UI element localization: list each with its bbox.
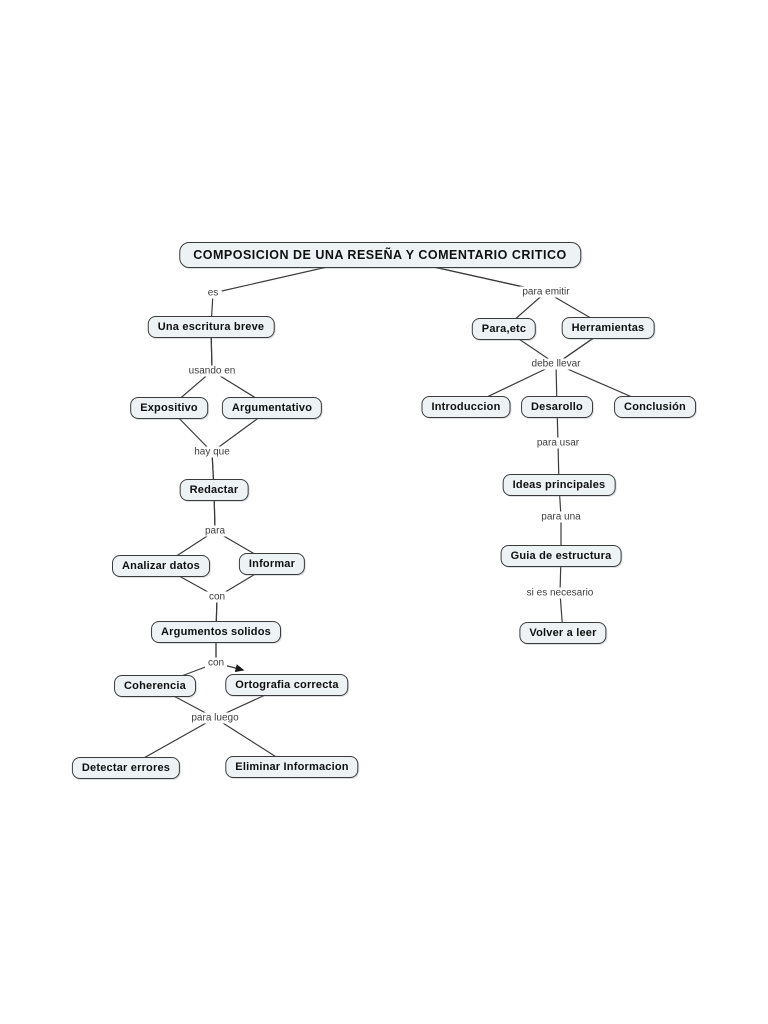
node-ortografia: Ortografia correcta [225, 674, 349, 696]
link-label-con2: con [204, 657, 228, 669]
link-label-hay_que: hay que [191, 446, 233, 458]
node-eliminar: Eliminar Informacion [225, 756, 359, 778]
link-label-usando_en: usando en [185, 365, 239, 377]
map-title-node: COMPOSICION DE UNA RESEÑA Y COMENTARIO C… [179, 242, 581, 268]
link-label-para: para [201, 525, 229, 537]
node-volver: Volver a leer [519, 622, 607, 644]
node-paraetc: Para,etc [471, 318, 537, 340]
link-label-para_luego: para luego [188, 712, 242, 724]
link-label-es: es [204, 287, 222, 299]
node-coherencia: Coherencia [114, 675, 196, 697]
link-label-con1: con [205, 591, 229, 603]
node-informar: Informar [238, 553, 306, 575]
node-desarollo: Desarollo [521, 396, 593, 418]
node-argumentos: Argumentos solidos [151, 621, 281, 643]
node-argumentativo: Argumentativo [221, 397, 323, 419]
link-label-para_una: para una [538, 511, 584, 523]
node-analizar: Analizar datos [112, 555, 210, 577]
link-label-para_usar: para usar [533, 437, 583, 449]
node-guia: Guia de estructura [500, 545, 622, 567]
node-introduccion: Introduccion [421, 396, 511, 418]
link-label-si_es_necesario: si es necesario [523, 587, 597, 599]
node-ideas: Ideas principales [502, 474, 616, 496]
link-label-para_emitir: para emitir [519, 286, 573, 298]
node-detectar: Detectar errores [71, 757, 181, 779]
node-herramientas: Herramientas [561, 317, 655, 339]
link-label-debe_llevar: debe llevar [528, 358, 584, 370]
node-escritura: Una escritura breve [147, 316, 275, 338]
node-conclusion: Conclusión [614, 396, 696, 418]
node-redactar: Redactar [179, 479, 249, 501]
node-expositivo: Expositivo [130, 397, 208, 419]
